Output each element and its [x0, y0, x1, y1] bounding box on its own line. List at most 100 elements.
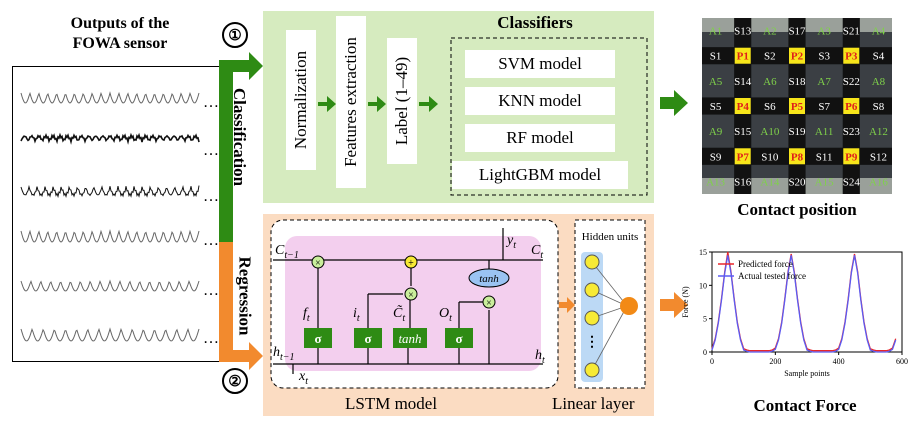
- grid-cell-label: S24: [843, 176, 861, 188]
- grid-cell-label: S5: [710, 101, 722, 113]
- signal-ellipsis: …: [203, 94, 219, 111]
- grid-cell-label: A5: [709, 76, 723, 88]
- hidden-unit-node-2: [584, 282, 600, 298]
- grid-cell-label: S8: [873, 101, 885, 113]
- signal-ellipsis: …: [203, 282, 219, 299]
- pressure-point-marker: [734, 47, 751, 64]
- forget-multiply-node: [311, 255, 325, 269]
- sensor-signal-trace: [20, 132, 200, 145]
- grid-cell-label: S11: [816, 151, 833, 163]
- grid-cell-label: A9: [709, 126, 723, 138]
- pressure-point-marker: [843, 148, 860, 165]
- regression-label: Regression: [235, 256, 255, 336]
- output-gate-label: σ: [455, 331, 462, 346]
- legend-label: Predicted force: [738, 259, 793, 269]
- signal-ellipsis: …: [203, 188, 219, 205]
- grid-cell-label: A14: [760, 176, 779, 188]
- grid-cell-label: A3: [817, 26, 831, 38]
- sensor-signal-trace: [20, 327, 200, 342]
- y-tick-label: 15: [699, 248, 707, 257]
- step-label: Label (1–49): [387, 38, 417, 164]
- x-tick-label: 0: [710, 357, 714, 366]
- grid-cell-label: S15: [734, 126, 752, 138]
- tanh-ellipse-label: tanh: [479, 273, 499, 285]
- math-h-t: ht: [535, 348, 545, 366]
- grid-cell-label: S20: [788, 176, 806, 188]
- svg-text:×: ×: [315, 258, 321, 269]
- pressure-point-marker: [734, 98, 751, 114]
- grid-cell-label: A7: [817, 76, 831, 88]
- grid-cell-label: S21: [843, 26, 860, 38]
- plot-area: [711, 251, 903, 353]
- output-multiply-node: [482, 295, 496, 309]
- sensor-signal-trace: [20, 184, 200, 199]
- grid-cell-label: S12: [870, 151, 887, 163]
- pressure-point-marker: [734, 148, 751, 165]
- arrow-norm-to-features: [318, 96, 336, 112]
- grid-cell-label: S3: [818, 51, 830, 63]
- regression-number-badge: ②: [222, 368, 248, 394]
- grid-cell-label: S13: [734, 26, 752, 38]
- grid-cell-label: P4: [737, 101, 750, 113]
- lstm-diagram: × + × × tanh σ σ tanh σ Ct−1 Ct yt ht−1 …: [270, 219, 646, 389]
- hidden-unit-node-3: [584, 310, 600, 326]
- hidden-unit-node-1: [584, 254, 600, 270]
- grid-cell-label: S14: [734, 76, 752, 88]
- lstm-cell-body: [285, 236, 541, 371]
- sensor-signal-plots: ………………: [20, 91, 219, 347]
- grid-cell-label: P3: [845, 51, 858, 63]
- output-node: [620, 297, 638, 315]
- grid-cell-label: P5: [791, 101, 804, 113]
- arrow-to-contact-position: [660, 90, 688, 116]
- sensor-signal-trace: [20, 91, 200, 104]
- lstm-model-caption: LSTM model: [345, 394, 438, 413]
- forget-gate: [304, 328, 332, 348]
- grid-cell-label: S6: [764, 101, 776, 113]
- classification-label: Classification: [230, 87, 250, 187]
- arrow-features-to-label: [368, 96, 386, 112]
- x-tick-label: 400: [833, 357, 845, 366]
- svg-text:×: ×: [486, 298, 492, 309]
- forget-gate-label: σ: [314, 331, 321, 346]
- y-tick-label: 0: [703, 348, 707, 357]
- grid-cell-label: S16: [734, 176, 752, 188]
- lightgbm-model-box: LightGBM model: [452, 161, 628, 189]
- grid-cell-label: S4: [873, 51, 885, 63]
- classification-arrow: [219, 52, 263, 80]
- grid-cell-label: S17: [788, 26, 806, 38]
- grid-cell-label: P2: [791, 51, 804, 63]
- grid-cell-label: S23: [843, 126, 861, 138]
- signal-ellipsis: …: [203, 142, 219, 159]
- svg-text:×: ×: [408, 290, 414, 301]
- add-node: [404, 255, 418, 269]
- math-y-t: yt: [505, 233, 516, 251]
- pressure-point-marker: [789, 98, 805, 114]
- input-gate-label: σ: [364, 331, 371, 346]
- grid-cell-label: S22: [843, 76, 860, 88]
- math-x-t: xt: [298, 369, 308, 387]
- pressure-point-marker: [789, 148, 805, 165]
- step-features-extraction: Features extraction: [336, 16, 366, 188]
- contact-force-caption: Contact Force: [753, 396, 857, 415]
- grid-cell-label: S18: [788, 76, 806, 88]
- grid-cell-label: S10: [761, 151, 779, 163]
- rf-model-box: RF model: [465, 124, 615, 152]
- classification-number-badge: ①: [222, 22, 248, 48]
- series-line-actual: [711, 255, 897, 353]
- grid-cell-label: A6: [763, 76, 777, 88]
- pressure-point-marker: [843, 47, 860, 64]
- grid-cell-label: P1: [737, 51, 749, 63]
- tanh-ellipse: [468, 268, 510, 288]
- branch-connector: [219, 52, 263, 370]
- sensor-signals-panel: ………………: [12, 66, 220, 362]
- grid-cell-label: A4: [872, 26, 886, 38]
- svg-text:+: +: [408, 258, 414, 269]
- grid-cell-label: A13: [706, 176, 725, 188]
- contact-position-caption: Contact position: [737, 200, 857, 219]
- grid-cell-label: A16: [869, 176, 888, 188]
- classification-branch-bar: [219, 60, 233, 250]
- classifiers-title: Classifiers: [497, 13, 573, 32]
- grid-cell-label: P6: [845, 101, 858, 113]
